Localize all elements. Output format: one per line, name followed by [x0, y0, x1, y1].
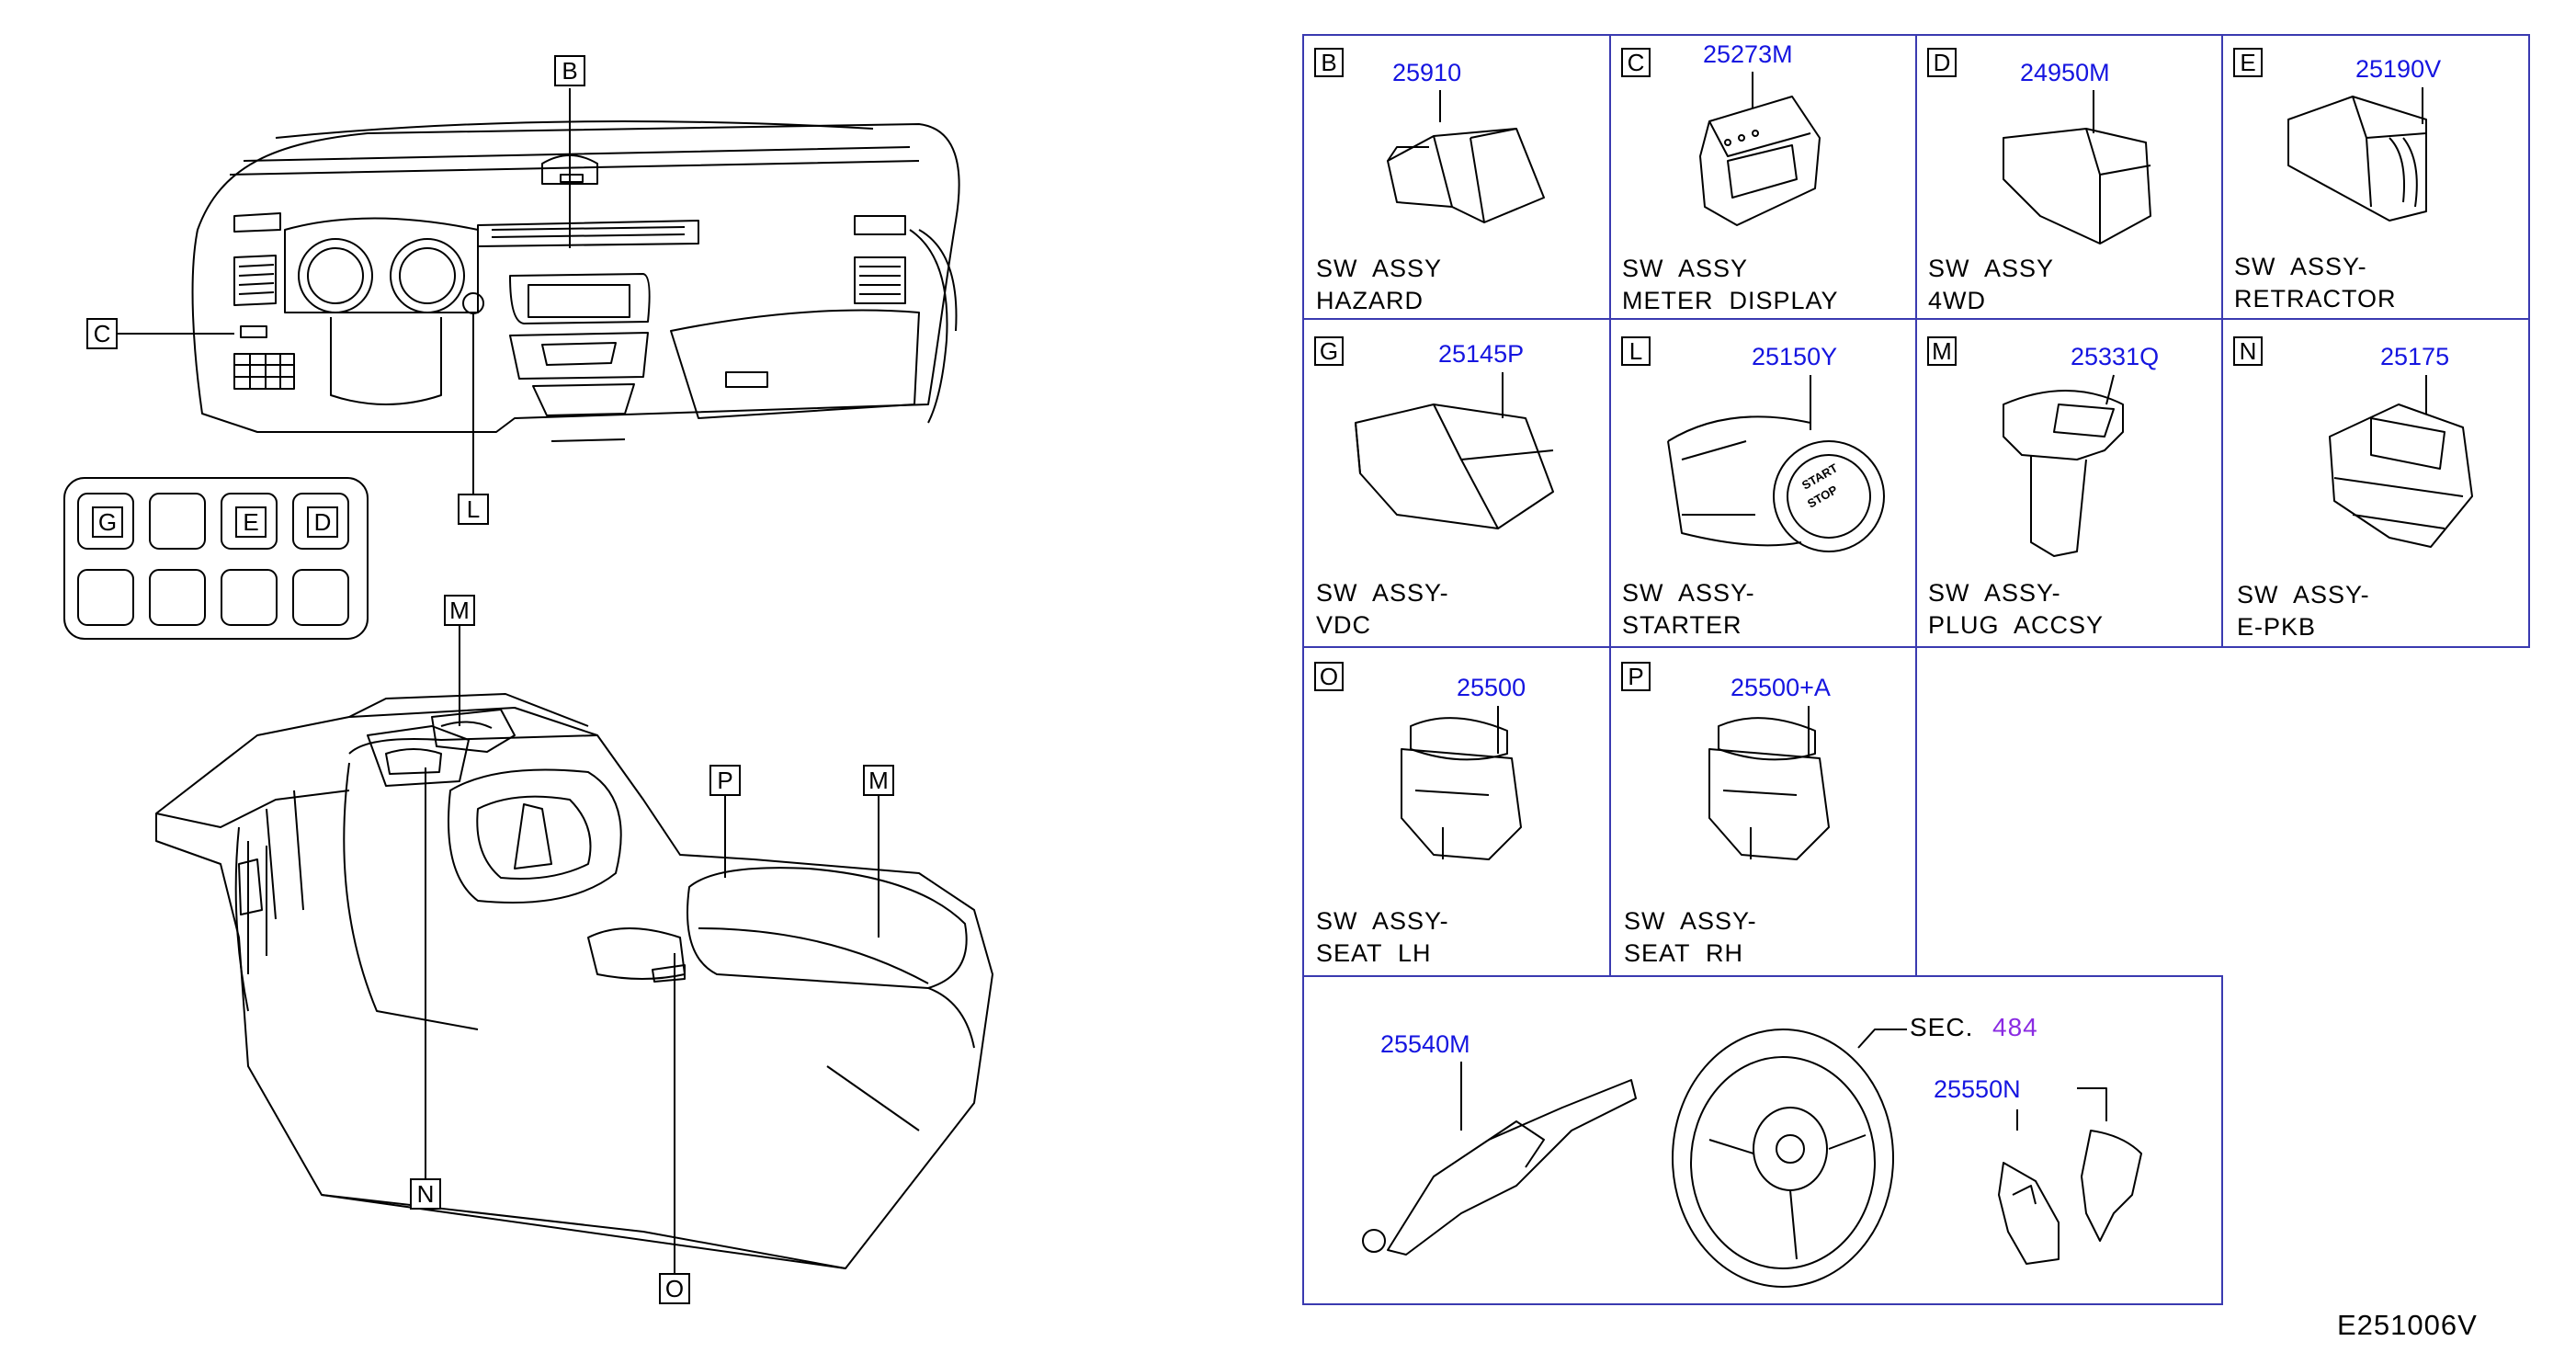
seat-rh-switch-drawing — [1718, 717, 1816, 761]
cell-letter: G — [1314, 336, 1344, 366]
part-number: 25145P — [1438, 340, 1525, 368]
part-number: 25273M — [1703, 40, 1793, 68]
panel-label-E: E — [235, 506, 267, 538]
callout-C: C — [86, 318, 118, 349]
part-name: SW ASSY 4WD — [1928, 255, 2055, 314]
dashboard-outline — [191, 123, 960, 433]
part-number: 25175 — [2380, 343, 2450, 370]
paddle-shifter-right-drawing — [2081, 1130, 2142, 1242]
part-name: SW ASSY- E-PKB — [2237, 581, 2370, 641]
reference-code: E251006V — [2337, 1309, 2478, 1341]
callout-L: L — [458, 494, 489, 525]
cell-letter: N — [2233, 336, 2263, 366]
part-name: SW ASSY- VDC — [1316, 579, 1449, 639]
part-number: 25150Y — [1752, 343, 1838, 370]
callout-N: N — [410, 1178, 441, 1210]
part-number: 25190V — [2355, 55, 2442, 83]
callout-M-right: M — [863, 765, 894, 796]
dashboard-console-illustration — [63, 88, 993, 1273]
starter-button-drawing — [1773, 440, 1885, 552]
part-name: SW ASSY- PLUG ACCSY — [1928, 579, 2105, 639]
vdc-switch-drawing — [1355, 404, 1554, 529]
plug-accsy-switch-drawing — [2003, 390, 2124, 460]
part-name: SW ASSY METER DISPLAY — [1622, 255, 1839, 314]
seat-lh-switch-drawing — [1410, 717, 1508, 761]
part-number: 25910 — [1392, 59, 1462, 86]
paddle-shifter-left-drawing — [1998, 1162, 2060, 1265]
combination-switch-drawing — [1387, 1079, 1637, 1256]
part-number: 25331Q — [2071, 343, 2160, 370]
part-name: SW ASSY- RETRACTOR — [2234, 253, 2397, 313]
4wd-switch-drawing — [2003, 128, 2151, 244]
paddle-part-number: 25550N — [1934, 1075, 2021, 1103]
epkb-switch-drawing — [2329, 404, 2473, 548]
section-number: 484 — [1992, 1013, 2038, 1041]
part-name: SW ASSY- STARTER — [1622, 579, 1755, 639]
part-name: SW ASSY HAZARD — [1316, 255, 1443, 314]
cell-letter: C — [1621, 48, 1651, 77]
part-number: 25500 — [1457, 674, 1526, 701]
console-outline — [155, 707, 993, 1269]
callout-M-top: M — [444, 595, 475, 626]
cell-letter: M — [1927, 336, 1957, 366]
part-name: SW ASSY- SEAT RH — [1624, 907, 1757, 967]
callout-B: B — [554, 55, 585, 86]
panel-label-D: D — [307, 506, 338, 538]
cell-letter: E — [2233, 48, 2263, 77]
cell-letter: D — [1927, 48, 1957, 77]
retractor-switch-drawing — [2287, 96, 2427, 222]
meter-display-switch-drawing — [1699, 96, 1821, 226]
cell-letter: O — [1314, 662, 1344, 691]
hazard-switch-drawing — [1387, 128, 1545, 223]
cell-letter: L — [1621, 336, 1651, 366]
cell-letter: B — [1314, 48, 1344, 77]
callout-O: O — [659, 1273, 690, 1304]
steering-wheel-drawing — [1672, 1029, 1894, 1288]
part-number: 25500+A — [1731, 674, 1831, 701]
panel-label-G: G — [92, 506, 123, 538]
cell-letter: P — [1621, 662, 1651, 691]
section-label: SEC. — [1910, 1013, 1974, 1041]
part-number: 24950M — [2020, 59, 2110, 86]
callout-P: P — [709, 765, 741, 796]
part-name: SW ASSY- SEAT LH — [1316, 907, 1449, 967]
combination-switch-part-number: 25540M — [1380, 1030, 1470, 1058]
